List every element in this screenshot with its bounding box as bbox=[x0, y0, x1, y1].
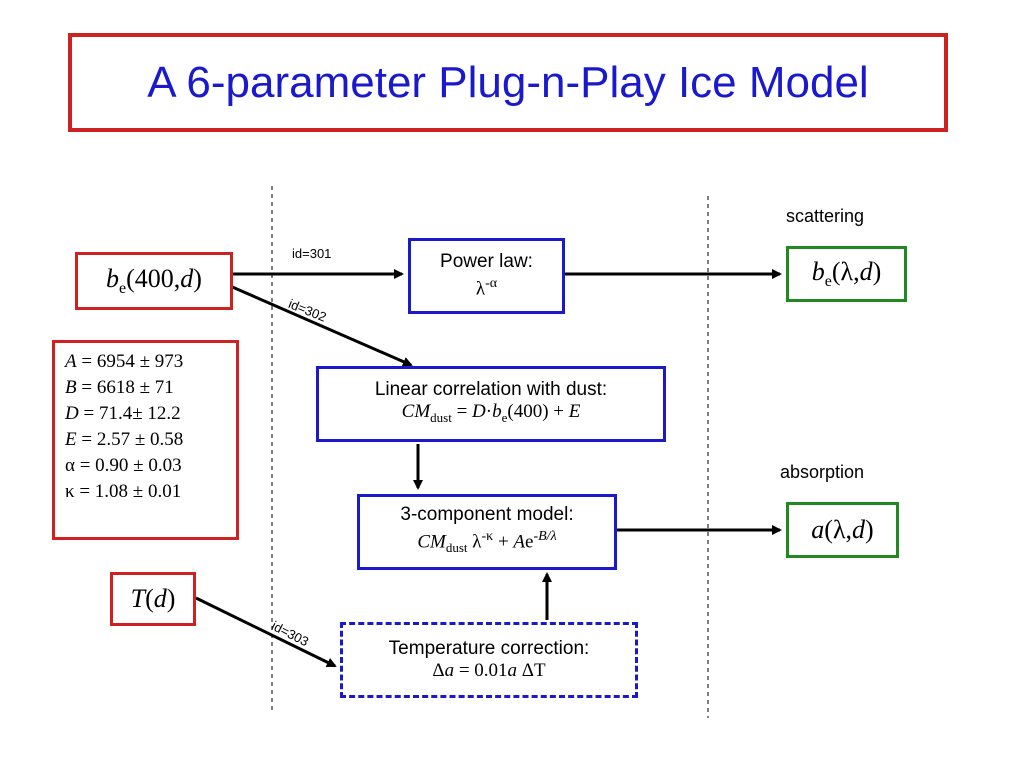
temperature-correction-box: Temperature correction: Δa = 0.01a ΔT bbox=[340, 622, 638, 698]
output-scattering-box: be(λ,d) bbox=[786, 246, 907, 302]
input-temperature-box: T(d) bbox=[110, 572, 196, 626]
param-row: E = 2.57 ± 0.58 bbox=[65, 429, 184, 450]
three-component-formula: CMdust λ-κ + Ae-B/λ bbox=[417, 529, 557, 556]
temperature-correction-formula: Δa = 0.01a ΔT bbox=[432, 660, 546, 681]
output-scattering-expr: be(λ,d) bbox=[811, 256, 882, 291]
param-row: B = 6618 ± 71 bbox=[65, 377, 174, 398]
input-be400-expr: be(400,d) bbox=[106, 263, 202, 298]
param-row: κ = 1.08 ± 0.01 bbox=[65, 481, 182, 502]
absorption-label: absorption bbox=[780, 462, 865, 482]
power-law-formula: λ-α bbox=[475, 276, 498, 300]
param-row: A = 6954 ± 973 bbox=[65, 351, 184, 372]
edge-label-id301: id=301 bbox=[292, 246, 332, 261]
param-row: α = 0.90 ± 0.03 bbox=[65, 455, 182, 476]
linear-correlation-formula: CMdust = D·be(400) + E bbox=[401, 401, 581, 425]
input-temperature-expr: T(d) bbox=[130, 584, 176, 613]
edge-id303-arrow bbox=[195, 596, 337, 668]
title-box: A 6-parameter Plug-n-Play Ice Model bbox=[68, 33, 948, 132]
scattering-label: scattering bbox=[786, 206, 865, 226]
page-title: A 6-parameter Plug-n-Play Ice Model bbox=[147, 57, 869, 107]
edge-id302-arrow bbox=[229, 284, 413, 367]
linear-correlation-label: Linear correlation with dust: bbox=[374, 379, 608, 401]
three-component-label: 3-component model: bbox=[400, 504, 574, 526]
param-row: D = 71.4± 12.2 bbox=[65, 403, 181, 424]
output-absorption-box: a(λ,d) bbox=[786, 502, 899, 558]
parameter-list: A = 6954 ± 973 B = 6618 ± 71 D = 71.4± 1… bbox=[52, 340, 239, 540]
output-absorption-expr: a(λ,d) bbox=[811, 515, 874, 544]
power-law-box: Power law: λ-α bbox=[408, 238, 565, 314]
three-component-box: 3-component model: CMdust λ-κ + Ae-B/λ bbox=[357, 494, 617, 570]
power-law-label: Power law: bbox=[440, 251, 533, 273]
linear-correlation-box: Linear correlation with dust: CMdust = D… bbox=[316, 366, 666, 442]
temperature-correction-label: Temperature correction: bbox=[388, 638, 590, 659]
input-be400-box: be(400,d) bbox=[75, 252, 233, 310]
